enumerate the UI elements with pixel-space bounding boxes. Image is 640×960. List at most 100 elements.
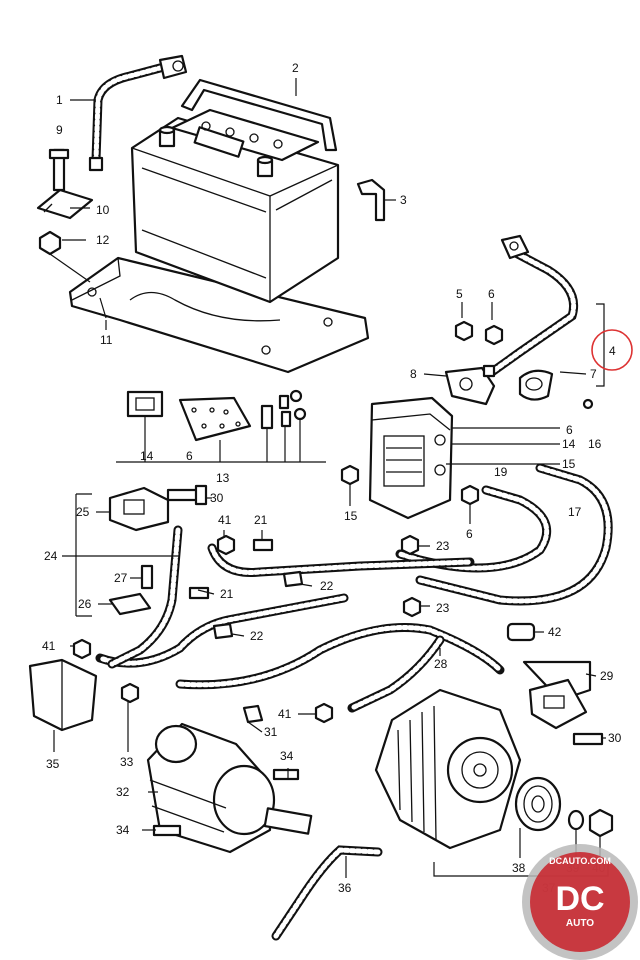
cable-17 bbox=[415, 463, 613, 606]
nut-6-top bbox=[484, 324, 504, 346]
label-12: 12 bbox=[96, 233, 110, 247]
label-16: 16 bbox=[588, 437, 602, 451]
clip-22-a bbox=[282, 570, 304, 588]
label-42: 42 bbox=[548, 625, 562, 639]
label-9: 9 bbox=[56, 123, 63, 137]
label-31: 31 bbox=[264, 725, 278, 739]
label-25: 25 bbox=[76, 505, 90, 519]
label-2: 2 bbox=[292, 61, 299, 75]
nut-40 bbox=[588, 808, 614, 838]
label-34-b: 34 bbox=[116, 823, 130, 837]
label-41-c: 41 bbox=[278, 707, 292, 721]
fitting-42 bbox=[506, 622, 536, 642]
label-23-a: 23 bbox=[436, 539, 450, 553]
watermark-site: DCAUTO.COM bbox=[549, 856, 611, 866]
label-4: 4 bbox=[609, 344, 616, 358]
label-6-mid: 6 bbox=[466, 527, 473, 541]
regulator-boot bbox=[522, 660, 592, 730]
fuse-cover bbox=[126, 390, 164, 418]
pulley bbox=[514, 776, 562, 832]
label-21-a: 21 bbox=[254, 513, 268, 527]
label-32: 32 bbox=[116, 785, 130, 799]
bracket-31 bbox=[242, 704, 264, 724]
label-33: 33 bbox=[120, 755, 134, 769]
label-14-box: 14 bbox=[562, 437, 576, 451]
label-36: 36 bbox=[338, 881, 352, 895]
leader-lines bbox=[53, 78, 606, 878]
label-30-top: 30 bbox=[210, 491, 224, 505]
mounting-plate bbox=[444, 366, 496, 406]
nut-6-mid bbox=[460, 484, 480, 506]
label-15-box: 15 bbox=[562, 457, 576, 471]
nut-5 bbox=[454, 320, 474, 342]
label-23-b: 23 bbox=[436, 601, 450, 615]
label-6-fuse: 6 bbox=[186, 449, 193, 463]
watermark-logo-sub: AUTO bbox=[566, 918, 594, 929]
label-21-b: 21 bbox=[220, 587, 234, 601]
cable-24 bbox=[107, 525, 183, 669]
cable-36 bbox=[271, 845, 383, 941]
bolt-27 bbox=[140, 564, 154, 590]
protective-cap bbox=[28, 658, 98, 732]
label-24: 24 bbox=[44, 549, 58, 563]
fuse-strip bbox=[178, 396, 252, 442]
clamp-bolt bbox=[48, 148, 70, 192]
label-3: 3 bbox=[400, 193, 407, 207]
label-7: 7 bbox=[590, 367, 597, 381]
nut-23-b bbox=[402, 596, 422, 618]
label-35: 35 bbox=[46, 757, 60, 771]
terminal-adapter bbox=[356, 178, 386, 222]
alternator bbox=[374, 688, 522, 850]
bolt-30-top bbox=[166, 484, 208, 506]
battery-tray bbox=[68, 256, 370, 374]
label-26: 26 bbox=[78, 597, 92, 611]
watermark-logo-main: DC bbox=[555, 880, 604, 918]
label-13: 13 bbox=[216, 471, 230, 485]
positive-battery-cable bbox=[487, 234, 578, 377]
washer-39 bbox=[567, 809, 585, 831]
bolt-21-a bbox=[252, 538, 274, 552]
dcauto-watermark: DCAUTO.COM DC AUTO bbox=[522, 844, 638, 960]
label-34-a: 34 bbox=[280, 749, 294, 763]
label-38: 38 bbox=[512, 861, 526, 875]
label-19: 19 bbox=[494, 465, 508, 479]
bolt-34-b bbox=[152, 824, 182, 837]
label-1: 1 bbox=[56, 93, 63, 107]
label-29: 29 bbox=[600, 669, 614, 683]
fuse-relay-box bbox=[368, 396, 454, 520]
label-6-box: 6 bbox=[566, 423, 573, 437]
label-41-b: 41 bbox=[42, 639, 56, 653]
watermark-disc bbox=[530, 852, 630, 952]
harness-28 bbox=[175, 623, 505, 713]
hold-down-clamp bbox=[36, 188, 94, 220]
grommet bbox=[518, 369, 594, 410]
nut-41-b bbox=[72, 638, 92, 660]
label-8: 8 bbox=[410, 367, 417, 381]
battery-ground-cable bbox=[88, 54, 188, 172]
fuse-small-parts bbox=[260, 389, 307, 430]
label-15: 15 bbox=[344, 509, 358, 523]
bolt-34-a bbox=[272, 768, 300, 781]
nut-41-c bbox=[314, 702, 334, 724]
nut-23-a bbox=[400, 534, 420, 556]
label-41-a: 41 bbox=[218, 513, 232, 527]
nut-41-a bbox=[216, 534, 236, 556]
bolt-30-bottom bbox=[572, 732, 604, 746]
bolt-21-b bbox=[188, 586, 210, 600]
label-28: 28 bbox=[434, 657, 448, 671]
label-17: 17 bbox=[568, 505, 582, 519]
label-6-top: 6 bbox=[488, 287, 495, 301]
label-11: 11 bbox=[100, 333, 113, 347]
bracket-25 bbox=[108, 486, 170, 532]
highlight-circle bbox=[591, 329, 633, 371]
label-5: 5 bbox=[456, 287, 463, 301]
nut-15 bbox=[340, 464, 360, 486]
label-22-a: 22 bbox=[320, 579, 334, 593]
label-14-fuse: 14 bbox=[140, 449, 154, 463]
clamp-nut bbox=[38, 230, 62, 256]
bracket-26 bbox=[108, 592, 152, 616]
clip-22-b bbox=[212, 622, 234, 640]
label-22-b: 22 bbox=[250, 629, 264, 643]
label-10: 10 bbox=[96, 203, 110, 217]
